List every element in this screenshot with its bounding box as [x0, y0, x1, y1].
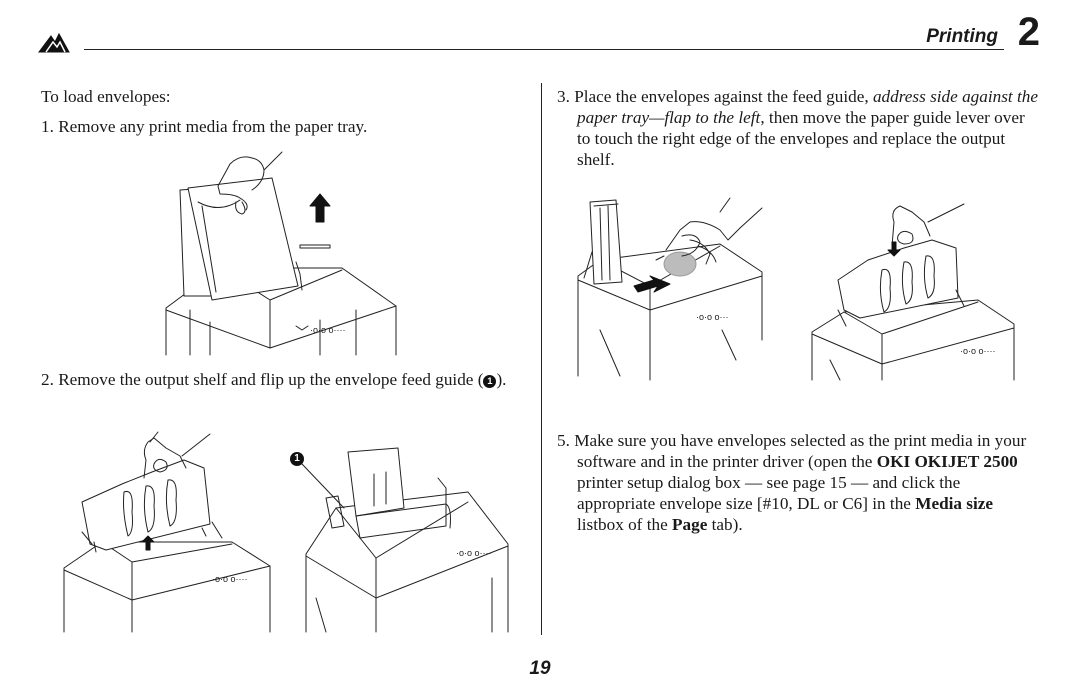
figure-flip-feed-guide: ·o·o o···· [63, 431, 271, 633]
column-divider [541, 83, 542, 635]
chapter-number: 2 [1017, 10, 1040, 54]
section-title: Printing [926, 26, 998, 47]
svg-text:·o·o o···: ·o·o o··· [696, 312, 729, 322]
figure-replace-shelf: ·o·o o···· [811, 203, 1015, 381]
callout-1-marker-icon: 1 [290, 452, 304, 466]
step-3-text: 3. Place the envelopes against the feed … [557, 87, 1038, 169]
svg-text:·o·o o····: ·o·o o···· [310, 325, 346, 335]
svg-text:·o·o o····: ·o·o o···· [212, 574, 248, 584]
figure-remove-paper: ·o·o o···· [165, 151, 397, 356]
step-5-text: 5. Make sure you have envelopes selected… [557, 431, 1027, 534]
header-rule [84, 49, 1004, 50]
step-2-text: 2. Remove the output shelf and flip up t… [41, 370, 507, 389]
svg-text:·o·o o····: ·o·o o···· [960, 346, 996, 356]
step-1-text: 1. Remove any print media from the paper… [41, 117, 368, 136]
logo-mark-icon [38, 32, 70, 53]
figure-place-envelopes: ·o·o o··· [577, 197, 763, 381]
figure-feed-guide-up: ·o·o o···· [301, 447, 509, 633]
page-number: 19 [529, 658, 551, 679]
callout-1-icon: 1 [483, 375, 497, 388]
intro-text: To load envelopes: [41, 87, 171, 106]
svg-text:·o·o o····: ·o·o o···· [456, 548, 492, 558]
